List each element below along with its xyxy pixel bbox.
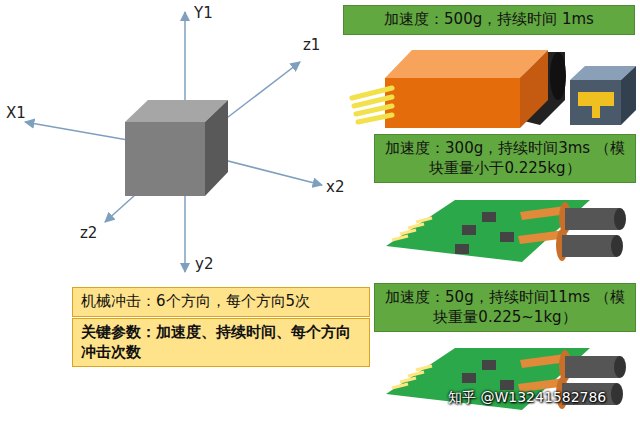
node-text: 加速度：50g，持续时间11ms （模块重量0.225~1kg） (383, 288, 627, 327)
spec-band: 加速度：50g，持续时间11ms （模块重量0.225~1kg） (374, 283, 636, 332)
axis-label: Y1 (194, 4, 213, 22)
node-text: 加速度：300g，持续时间3ms （模块重量小于0.225kg） (383, 139, 627, 178)
axis-label: z1 (303, 36, 320, 54)
node-text: 加速度：500g，持续时间 1ms (352, 10, 626, 30)
note-box: 机械冲击：6个方向，每个方向5次 (72, 287, 370, 317)
pcb-module (386, 348, 626, 410)
pcb-module (386, 200, 626, 262)
chip-illustration (570, 66, 636, 125)
axes (25, 12, 322, 272)
axis-label: z2 (80, 224, 97, 242)
test-cube (125, 100, 228, 196)
node-text: 机械冲击：6个方向，每个方向5次 (81, 292, 361, 312)
axis-label: X1 (6, 104, 26, 122)
axis-label: x2 (326, 178, 344, 196)
note-box: 关键参数：加速度、持续时间、每个方向冲击次数 (72, 318, 370, 367)
orange-module (352, 50, 566, 128)
spec-band: 加速度：300g，持续时间3ms （模块重量小于0.225kg） (374, 134, 636, 183)
watermark: 知乎 @W13241582786 (448, 389, 606, 407)
spec-band: 加速度：500g，持续时间 1ms (343, 5, 635, 35)
axis-label: y2 (195, 255, 213, 273)
node-text: 关键参数：加速度、持续时间、每个方向冲击次数 (81, 323, 361, 362)
